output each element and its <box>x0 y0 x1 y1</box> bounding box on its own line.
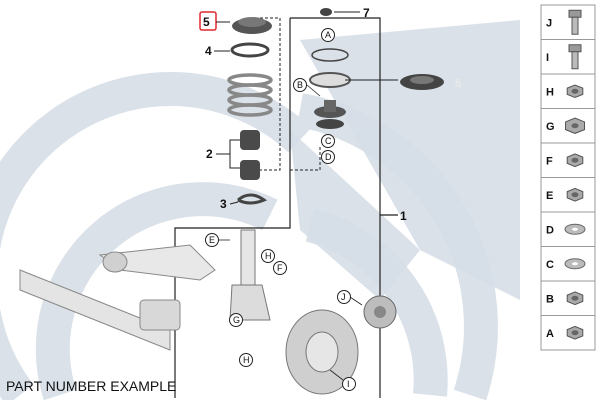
wheel-hub-part <box>363 295 397 329</box>
fastener-letter: J <box>546 17 552 29</box>
circle-label-I: I <box>347 379 350 389</box>
washer-icon <box>564 258 586 270</box>
mount-6-part <box>400 74 444 90</box>
fastener-row-D: D <box>541 211 595 236</box>
circle-label-J: J <box>341 292 346 302</box>
callout-7: 7 <box>363 6 370 20</box>
leader-lines <box>219 84 363 381</box>
hex-nut-icon <box>566 325 584 340</box>
hex-nut-icon <box>566 84 584 99</box>
brake-disc-part <box>285 309 359 395</box>
seal-ring-part <box>230 42 270 58</box>
bump-stop-part <box>240 130 260 180</box>
callout-2: 2 <box>206 147 213 161</box>
fastener-letter: D <box>546 224 554 236</box>
dashed-guide <box>250 17 321 171</box>
circle-label-C: C <box>325 136 332 146</box>
lock-nut-icon <box>566 187 584 202</box>
fastener-letter: G <box>546 121 555 133</box>
hex-nut-icon <box>566 291 584 306</box>
steering-rack-part <box>19 269 181 351</box>
strut-body-part <box>229 229 271 321</box>
callout-6: 6 <box>455 76 462 90</box>
circle-callouts <box>205 28 356 391</box>
circle-label-G: G <box>233 315 240 325</box>
screw-icon <box>568 44 582 70</box>
circle-label-H-lower: H <box>243 355 250 365</box>
top-mount-part <box>232 17 272 34</box>
clip-part <box>237 193 268 205</box>
fastener-row-J: J <box>546 9 582 35</box>
fastener-letter: F <box>546 155 553 167</box>
cap-part <box>320 8 332 16</box>
fastener-row-H: H <box>541 73 595 99</box>
callout-4: 4 <box>205 44 212 58</box>
strut-bearing-part <box>314 100 346 129</box>
fastener-row-B: B <box>541 280 595 306</box>
circle-label-D: D <box>325 152 332 162</box>
fastener-letter: H <box>546 86 554 98</box>
fastener-row-F: F <box>541 142 595 168</box>
circle-label-A: A <box>325 30 331 40</box>
fastener-row-G: G <box>541 108 595 134</box>
hex-nut-icon <box>566 153 584 168</box>
bearing-plate-part <box>309 72 351 88</box>
fastener-row-C: C <box>541 246 595 271</box>
fastener-panel: J I H G F E D C B A <box>540 4 596 351</box>
circle-label-B: B <box>297 80 303 90</box>
circle-label-E: E <box>209 235 215 245</box>
background-wedge <box>290 20 520 300</box>
fastener-letter: I <box>546 52 549 64</box>
callout-1: 1 <box>400 209 407 223</box>
circle-label-F: F <box>277 263 283 273</box>
callout-3: 3 <box>220 197 227 211</box>
fastener-letter: C <box>546 259 554 271</box>
circle-label-H: H <box>265 251 272 261</box>
part-number-example-label: PART NUMBER EXAMPLE <box>6 378 177 394</box>
fastener-row-E: E <box>541 177 595 202</box>
fastener-letter: B <box>546 293 554 305</box>
callout-5: 5 <box>203 15 210 29</box>
fastener-letter: E <box>546 190 553 202</box>
snap-ring-part <box>311 48 349 62</box>
bolt-icon <box>568 9 582 35</box>
flange-nut-icon <box>565 117 585 134</box>
fastener-letter: A <box>546 328 554 340</box>
washer-icon <box>564 223 586 235</box>
fastener-row-I: I <box>541 39 595 70</box>
callout-5-highlight <box>199 11 217 31</box>
fastener-row-A: A <box>541 315 595 340</box>
coil-spring-part <box>227 73 273 117</box>
